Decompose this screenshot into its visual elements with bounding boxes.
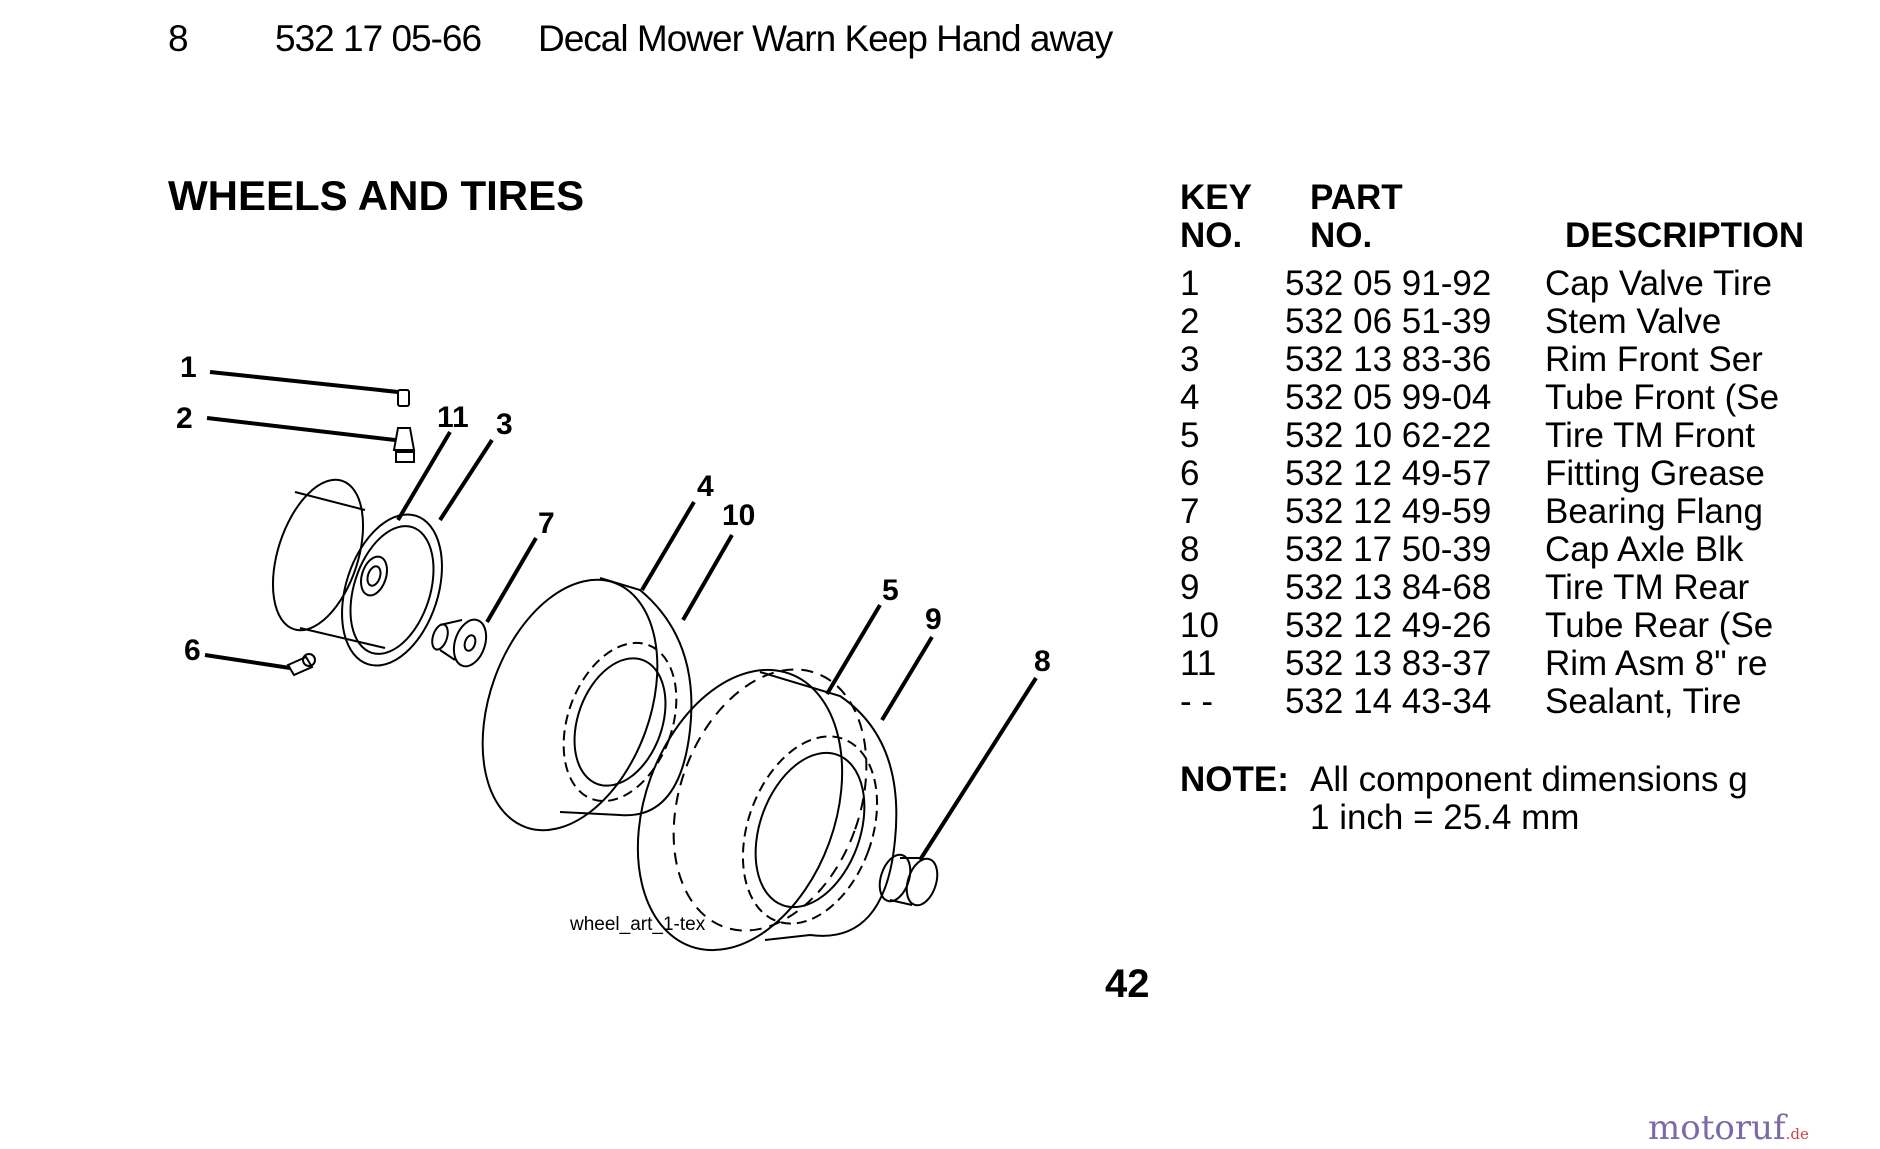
row-part-number: 532 12 49-26 [1285, 606, 1492, 645]
row-description: Rim Asm 8" re [1545, 644, 1768, 683]
row-part-number: 532 17 50-39 [1285, 530, 1492, 569]
row-part-number: 532 06 51-39 [1285, 302, 1492, 341]
table-row: 2 532 06 51-39 Stem Valve [1180, 302, 1880, 341]
axle-cap-drawing [878, 853, 939, 907]
callout-6: 6 [184, 634, 201, 667]
row-key: - - [1180, 682, 1214, 721]
row-description: Sealant, Tire [1545, 682, 1742, 721]
prev-row-part: 532 17 05-66 [275, 18, 482, 59]
dimension-note: NOTE: All component dimensions g 1 inch … [1180, 760, 1770, 850]
note-text: All component dimensions g [1310, 760, 1748, 799]
callout-10: 10 [722, 499, 755, 532]
wheel-exploded-diagram: 1 2 11 3 7 6 4 10 5 9 8 wheel_art_1-tex [176, 351, 1051, 952]
callout-2: 2 [176, 402, 193, 435]
row-part-number: 532 13 83-36 [1285, 340, 1492, 379]
table-row: 5 532 10 62-22 Tire TM Front [1180, 416, 1880, 455]
row-key: 11 [1180, 644, 1217, 683]
table-row: 1 532 05 91-92 Cap Valve Tire [1180, 264, 1880, 303]
header-key-line1: KEY [1180, 178, 1252, 217]
row-part-number: 532 13 84-68 [1285, 568, 1492, 607]
row-part-number: 532 12 49-59 [1285, 492, 1492, 531]
header-description: DESCRIPTION [1565, 216, 1805, 255]
row-key: 2 [1180, 302, 1200, 341]
rear-tire-drawing [636, 668, 898, 952]
table-row: - - 532 14 43-34 Sealant, Tire [1180, 682, 1880, 721]
row-part-number: 532 12 49-57 [1285, 454, 1492, 493]
row-description: Tube Front (Se [1545, 378, 1780, 417]
row-description: Bearing Flang [1545, 492, 1763, 531]
previous-row-fragment: 8 532 17 05-66 Decal Mower Warn Keep Han… [0, 0, 1800, 59]
parts-table: KEY NO. PART NO. DESCRIPTION 1 532 05 91… [1180, 178, 1804, 758]
page-number: 42 [1105, 962, 1150, 1006]
row-key: 9 [1180, 568, 1200, 607]
row-description: Fitting Grease [1545, 454, 1765, 493]
table-row: 4 532 05 99-04 Tube Front (Se [1180, 378, 1880, 417]
row-key: 7 [1180, 492, 1200, 531]
watermark-brand: motoruf [1648, 1108, 1786, 1148]
note-conversion: 1 inch = 25.4 mm [1310, 798, 1580, 837]
table-row: 11 532 13 83-37 Rim Asm 8" re [1180, 644, 1880, 683]
row-part-number: 532 13 83-37 [1285, 644, 1492, 683]
table-row: 9 532 13 84-68 Tire TM Rear [1180, 568, 1880, 607]
row-description: Cap Valve Tire [1545, 264, 1772, 303]
row-description: Tire TM Rear [1545, 568, 1750, 607]
callout-4: 4 [697, 470, 714, 503]
row-description: Rim Front Ser [1545, 340, 1763, 379]
callout-1: 1 [180, 351, 197, 384]
row-description: Cap Axle Blk [1545, 530, 1744, 569]
row-part-number: 532 05 91-92 [1285, 264, 1492, 303]
row-description: Stem Valve [1545, 302, 1722, 341]
row-description: Tube Rear (Se [1545, 606, 1774, 645]
row-key: 8 [1180, 530, 1200, 569]
row-key: 3 [1180, 340, 1200, 379]
table-row: 6 532 12 49-57 Fitting Grease [1180, 454, 1880, 493]
row-key: 4 [1180, 378, 1200, 417]
table-row: 8 532 17 50-39 Cap Axle Blk [1180, 530, 1880, 569]
page-title: WHEELS AND TIRES [168, 172, 585, 219]
header-part-line2: NO. [1310, 216, 1373, 255]
callout-9: 9 [925, 603, 942, 636]
row-description: Tire TM Front [1545, 416, 1756, 455]
row-key: 5 [1180, 416, 1200, 455]
prev-row-description: Decal Mower Warn Keep Hand away [538, 18, 1113, 59]
callout-11: 11 [437, 401, 469, 434]
callout-7: 7 [538, 507, 555, 540]
header-key-line2: NO. [1180, 216, 1243, 255]
callout-5: 5 [882, 574, 899, 607]
row-key: 10 [1180, 606, 1219, 645]
table-row: 7 532 12 49-59 Bearing Flang [1180, 492, 1880, 531]
header-part-line1: PART [1310, 178, 1403, 217]
front-rim-drawing [271, 478, 443, 667]
diagram-caption: wheel_art_1-tex [569, 914, 706, 935]
row-key: 6 [1180, 454, 1200, 493]
callout-8: 8 [1034, 645, 1051, 678]
row-key: 1 [1180, 264, 1200, 303]
prev-row-key: 8 [168, 18, 189, 59]
callout-3: 3 [496, 408, 513, 441]
watermark-logo: motoruf.de [1648, 1108, 1809, 1148]
table-row: 10 532 12 49-26 Tube Rear (Se [1180, 606, 1880, 645]
row-part-number: 532 05 99-04 [1285, 378, 1492, 417]
front-tire-drawing [481, 577, 693, 832]
row-part-number: 532 10 62-22 [1285, 416, 1492, 455]
row-part-number: 532 14 43-34 [1285, 682, 1492, 721]
table-row: 3 532 13 83-36 Rim Front Ser [1180, 340, 1880, 379]
note-label: NOTE: [1180, 760, 1289, 799]
watermark-suffix: .de [1785, 1125, 1809, 1143]
